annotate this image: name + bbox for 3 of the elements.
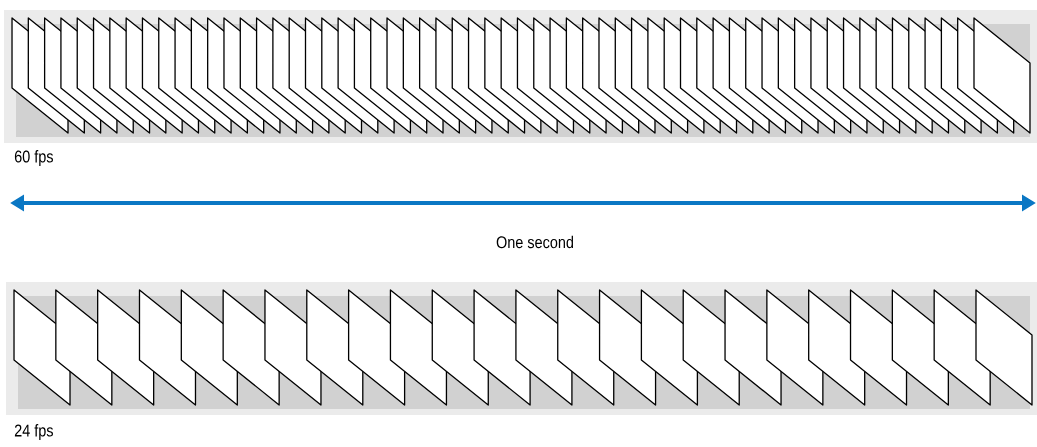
caption-label: One second	[496, 235, 573, 249]
caption-label: 24 fps	[14, 424, 53, 440]
caption-label: 60 fps	[14, 150, 53, 166]
